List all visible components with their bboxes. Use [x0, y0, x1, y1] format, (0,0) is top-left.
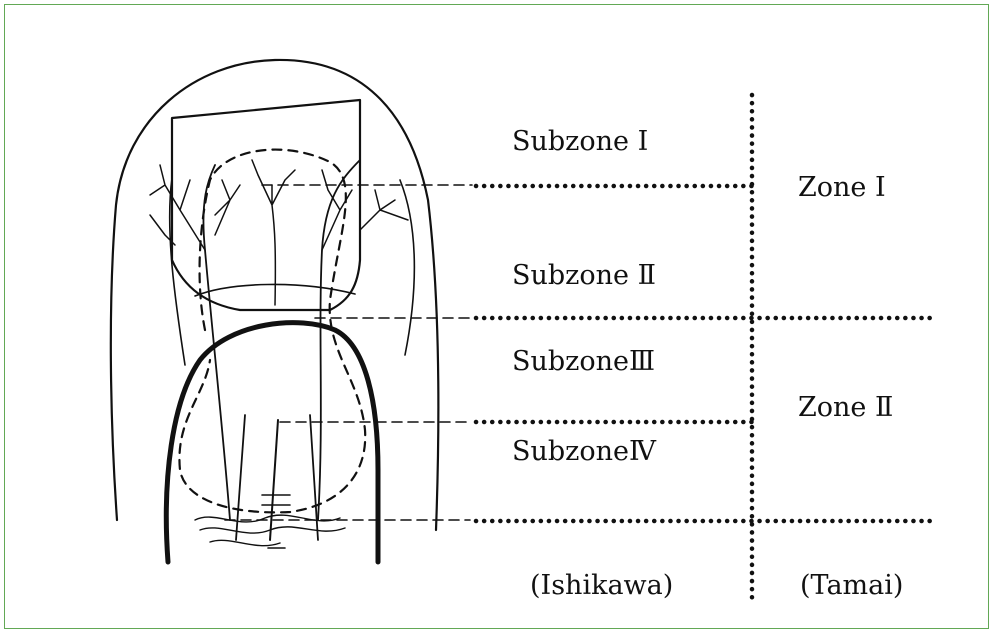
zone-2-label: Zone Ⅱ [798, 392, 894, 423]
nail-plate [170, 98, 362, 312]
subzone-1-label: Subzone Ⅰ [512, 126, 649, 157]
branch-3 [251, 159, 296, 306]
vessel-1 [235, 414, 246, 541]
artery-left [202, 164, 231, 521]
digit-inner-outline [168, 177, 186, 366]
nail-fold-waves [194, 514, 346, 547]
branch-2 [214, 179, 241, 236]
tamai-label: (Tamai) [800, 570, 904, 601]
ishikawa-label: (Ishikawa) [530, 570, 674, 601]
branch-6 [149, 214, 176, 246]
pulp-outline [163, 320, 381, 565]
digit-inner-outline-right [399, 179, 416, 356]
finger-outline [109, 58, 440, 532]
branch-1 [149, 164, 206, 251]
hatch-marks [261, 494, 291, 549]
subzone-3-label: SubzoneⅢ [512, 346, 656, 377]
subzone-4-label: SubzoneⅣ [512, 436, 656, 467]
artery-right [317, 159, 361, 521]
branch-4 [321, 169, 353, 251]
subzone-2-label: Subzone Ⅱ [512, 260, 656, 291]
zone-1-label: Zone Ⅰ [798, 172, 886, 203]
branch-5 [359, 189, 409, 231]
vascular-arch-dashed [178, 148, 367, 514]
vessel-3 [309, 414, 319, 541]
vessel-2 [269, 419, 279, 541]
